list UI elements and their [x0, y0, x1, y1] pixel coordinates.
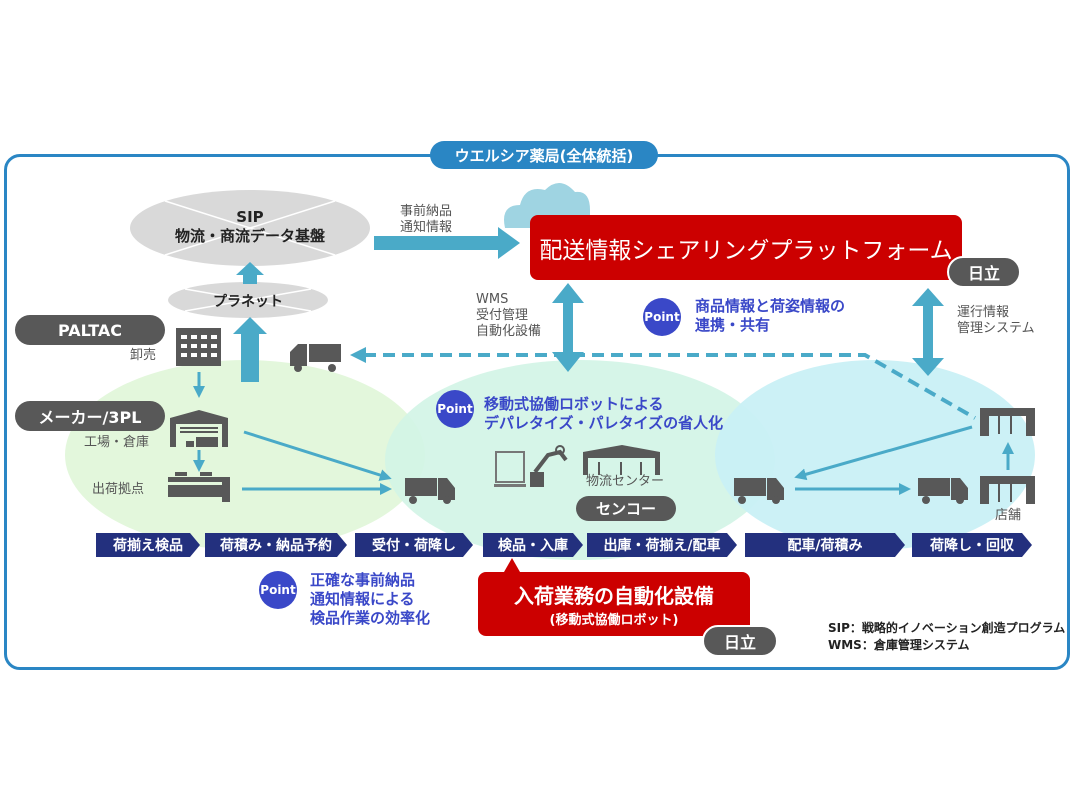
robot-arm-icon: [530, 445, 568, 487]
step-4: 検品・入庫: [483, 533, 583, 557]
truck-icon: [734, 478, 784, 504]
operation-label: 運行情報 管理システム: [957, 305, 1035, 337]
operation-line1: 運行情報: [957, 305, 1010, 320]
wms-line2: 受付管理: [476, 308, 529, 323]
logistics-center-label: 物流センター: [586, 474, 665, 489]
point-line: 正確な事前納品: [310, 571, 416, 589]
sip-label: SIP 物流・商流データ基盤: [160, 208, 340, 246]
step-7: 荷降し・回収: [912, 533, 1032, 557]
point-badge: Point: [436, 390, 474, 428]
automation-vendor-badge: 日立: [702, 625, 778, 657]
distribution-center-icon: [583, 445, 660, 475]
maker-role: 工場・倉庫: [84, 435, 150, 450]
point-line: 商品情報と荷姿情報の: [695, 297, 846, 315]
dashed-info-line: [364, 353, 976, 420]
platform-box: 配送情報シェアリングプラットフォーム: [530, 215, 962, 280]
advance-notice-line2: 通知情報: [400, 220, 453, 235]
shipping-base-icon: [168, 472, 230, 502]
zone-center: [385, 360, 775, 560]
shipping-base-label: 出荷拠点: [92, 482, 145, 497]
callout-pointer: [504, 558, 520, 572]
point-text: 商品情報と荷姿情報の 連携・共有: [695, 297, 845, 335]
wms-line1: WMS: [476, 292, 509, 307]
automation-box: 入荷業務の自動化設備 (移動式協働ロボット): [478, 572, 750, 636]
platform-title: 配送情報シェアリングプラットフォーム: [539, 237, 953, 264]
paltac-role: 卸売: [130, 348, 157, 363]
pallet-icon: [494, 451, 526, 487]
arrow-advance-notice: [374, 227, 520, 259]
point-line: デパレタイズ・パレタイズの省人化: [484, 414, 724, 432]
automation-title: 入荷業務の自動化設備: [514, 584, 714, 608]
truck-icon: [918, 478, 968, 504]
point-line: 移動式協働ロボットによる: [484, 395, 664, 413]
store-icon: [980, 408, 1035, 436]
advance-notice-label: 事前納品 通知情報: [400, 204, 452, 236]
truck-icon: [405, 478, 455, 504]
point-line: 検品作業の効率化: [310, 609, 431, 627]
arrow-planet-to-sip: [236, 262, 264, 284]
legend: SIP：戦略的イノベーション創造プログラム WMS：倉庫管理システム: [828, 620, 1065, 654]
warehouse-icon: [170, 410, 228, 447]
arrow-store-to-truck: [794, 425, 973, 481]
legend-wms: WMS：倉庫管理システム: [828, 638, 970, 652]
senko-badge: センコー: [576, 496, 676, 521]
point-badge: Point: [643, 298, 681, 336]
point-line: 通知情報による: [310, 590, 415, 608]
point-text: 正確な事前納品 通知情報による 検品作業の効率化: [310, 571, 430, 628]
point-badge: Point: [259, 571, 297, 609]
maker-badge: メーカー/3PL: [15, 401, 165, 431]
paltac-badge: PALTAC: [15, 315, 165, 345]
arrow-wms-platform: [552, 283, 584, 372]
point-line: 連携・共有: [695, 316, 771, 334]
step-5: 出庫・荷揃え/配車: [587, 533, 737, 557]
automation-subtitle: (移動式協働ロボット): [549, 613, 679, 628]
truck-icon: [290, 344, 341, 372]
planet-ellipse: [168, 282, 328, 318]
platform-vendor-badge: 日立: [947, 256, 1021, 288]
step-3: 受付・荷降し: [355, 533, 473, 557]
sip-ellipse: [130, 190, 370, 266]
arrow-maker-to-truck: [243, 430, 392, 481]
point-text: 移動式協働ロボットによる デパレタイズ・パレタイズの省人化: [484, 395, 723, 433]
building-icon: [176, 328, 221, 366]
frame-title: ウエルシア薬局(全体統括): [430, 141, 658, 169]
arrow-up-to-planet: [233, 317, 267, 382]
wms-line3: 自動化設備: [476, 324, 542, 339]
step-2: 荷積み・納品予約: [205, 533, 347, 557]
legend-sip: SIP：戦略的イノベーション創造プログラム: [828, 621, 1066, 635]
step-1: 荷揃え検品: [96, 533, 200, 557]
planet-label: プラネット: [213, 294, 283, 310]
sip-line2: 物流・商流データ基盤: [174, 227, 325, 245]
wms-label: WMS 受付管理 自動化設備: [476, 292, 541, 340]
store-icon: [980, 476, 1035, 504]
dashed-arrow-head: [350, 347, 366, 363]
advance-notice-line1: 事前納品: [400, 204, 453, 219]
step-6: 配車/荷積み: [745, 533, 905, 557]
sip-line1: SIP: [236, 208, 264, 226]
operation-line2: 管理システム: [957, 321, 1035, 336]
arrow-operation-platform: [912, 288, 944, 376]
store-label: 店舗: [995, 508, 1022, 523]
